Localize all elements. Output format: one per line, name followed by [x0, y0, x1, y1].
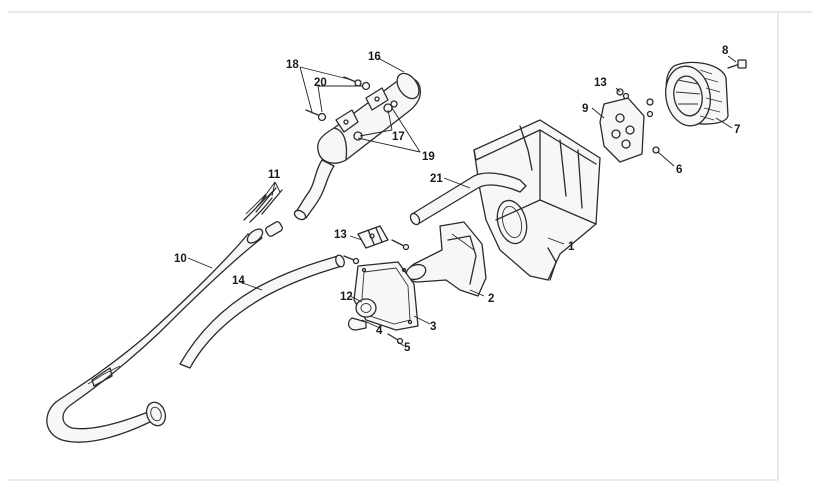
callout-10: 10 — [174, 253, 187, 265]
callout-21: 21 — [430, 173, 443, 185]
callout-14: 14 — [232, 275, 245, 287]
intake-tube-part — [46, 228, 264, 443]
callout-19: 19 — [422, 151, 435, 163]
silencer-fasteners — [305, 76, 398, 141]
bolt-8-part — [727, 59, 747, 69]
callout-13-right: 13 — [594, 77, 607, 89]
spring-clamps-part — [243, 187, 283, 237]
callout-3: 3 — [430, 321, 436, 333]
callout-2: 2 — [488, 293, 494, 305]
callout-12: 12 — [340, 291, 353, 303]
callout-5: 5 — [404, 342, 411, 354]
page-border — [8, 11, 812, 481]
callout-6: 6 — [676, 164, 682, 176]
callout-20: 20 — [314, 77, 327, 89]
intake-boot-part — [405, 221, 487, 297]
callout-labels: 1 2 3 4 5 6 7 8 9 10 11 12 13 13 14 16 1… — [174, 45, 740, 354]
filter-cover-plate-part — [599, 88, 660, 163]
callout-17: 17 — [392, 131, 405, 143]
callout-9: 9 — [582, 103, 588, 115]
air-filter-element-part — [665, 61, 729, 127]
callout-11: 11 — [268, 169, 281, 181]
callout-13-left: 13 — [334, 229, 347, 241]
breather-hose-part — [179, 254, 345, 369]
callout-16: 16 — [368, 51, 381, 63]
callout-1: 1 — [568, 241, 575, 253]
callout-4: 4 — [376, 325, 383, 337]
callout-18: 18 — [286, 59, 299, 71]
callout-8: 8 — [722, 45, 729, 57]
callout-7: 7 — [734, 124, 740, 136]
elbow-pipe-part — [409, 172, 527, 226]
bracket-13-part — [343, 225, 410, 265]
leader-lines — [187, 55, 737, 347]
air-silencer-part — [293, 72, 422, 221]
airbox-housing-part — [473, 119, 601, 281]
